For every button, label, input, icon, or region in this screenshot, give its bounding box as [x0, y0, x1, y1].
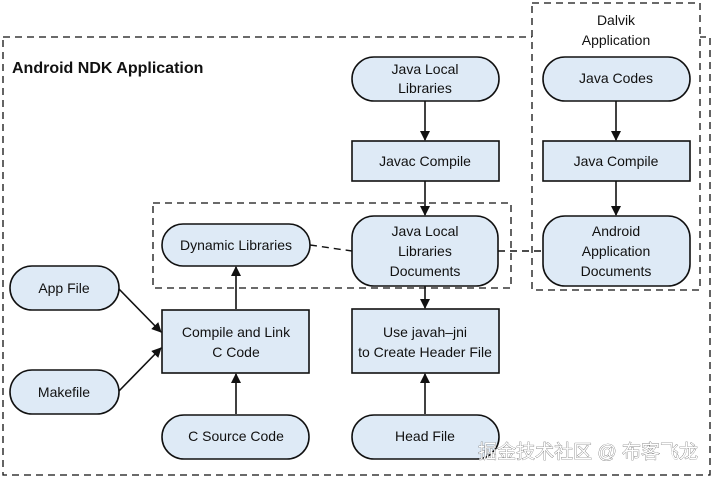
- dalvik-title-line-1: Dalvik: [597, 12, 636, 28]
- node-compile-and-link-c-code: [161, 309, 310, 374]
- edge-makefile-to-compile: [117, 347, 162, 393]
- node-app-file: [9, 265, 120, 311]
- node-compile-and-link-line-2: C Code: [212, 344, 260, 360]
- dalvik-title-line-2: Application: [582, 32, 651, 48]
- node-javac-compile: [351, 140, 500, 182]
- android-ndk-application-title: Android NDK Application: [12, 60, 203, 77]
- edge-app-file-to-compile: [117, 287, 162, 333]
- node-java-local-libraries-documents-line-2: Libraries: [398, 243, 452, 259]
- node-use-javah-jni-line-2: to Create Header File: [358, 344, 492, 360]
- node-use-javah-jni: [351, 308, 500, 374]
- node-java-compile-label: Java Compile: [574, 153, 659, 169]
- node-javac-compile-label: Javac Compile: [379, 153, 471, 169]
- node-android-application-documents: [542, 215, 691, 287]
- node-dynamic-libraries: [161, 223, 311, 267]
- watermark-text: 掘金技术社区 @ 布客飞龙: [478, 441, 698, 463]
- node-java-local-libraries-line-1: Java Local: [392, 61, 459, 77]
- node-head-file-label: Head File: [395, 428, 455, 444]
- node-head-file: [351, 414, 500, 460]
- node-java-local-libraries-documents-line-1: Java Local: [392, 223, 459, 239]
- node-makefile: [9, 369, 120, 415]
- node-android-application-documents-line-3: Documents: [581, 263, 652, 279]
- node-java-codes-label: Java Codes: [579, 70, 653, 86]
- node-java-codes: [542, 56, 691, 102]
- node-dynamic-libraries-label: Dynamic Libraries: [180, 237, 292, 253]
- dashed-link-dynamic-libs-to-lib-documents: [309, 244, 353, 252]
- node-android-application-documents-line-1: Android: [592, 223, 640, 239]
- node-use-javah-jni-line-1: Use javah–jni: [383, 324, 467, 340]
- android-ndk-application-frame: [2, 36, 711, 476]
- node-android-application-documents-line-2: Application: [582, 243, 651, 259]
- node-app-file-label: App File: [38, 280, 90, 296]
- node-java-local-libraries: [351, 56, 500, 102]
- node-java-local-libraries-documents: [351, 215, 499, 287]
- node-java-compile: [542, 140, 691, 182]
- node-c-source-code-label: C Source Code: [188, 428, 284, 444]
- node-c-source-code: [161, 414, 310, 460]
- node-compile-and-link-line-1: Compile and Link: [182, 324, 291, 340]
- node-java-local-libraries-documents-line-3: Documents: [390, 263, 461, 279]
- node-java-local-libraries-line-2: Libraries: [398, 80, 452, 96]
- node-makefile-label: Makefile: [38, 384, 90, 400]
- shared-libraries-group-frame: [152, 202, 512, 289]
